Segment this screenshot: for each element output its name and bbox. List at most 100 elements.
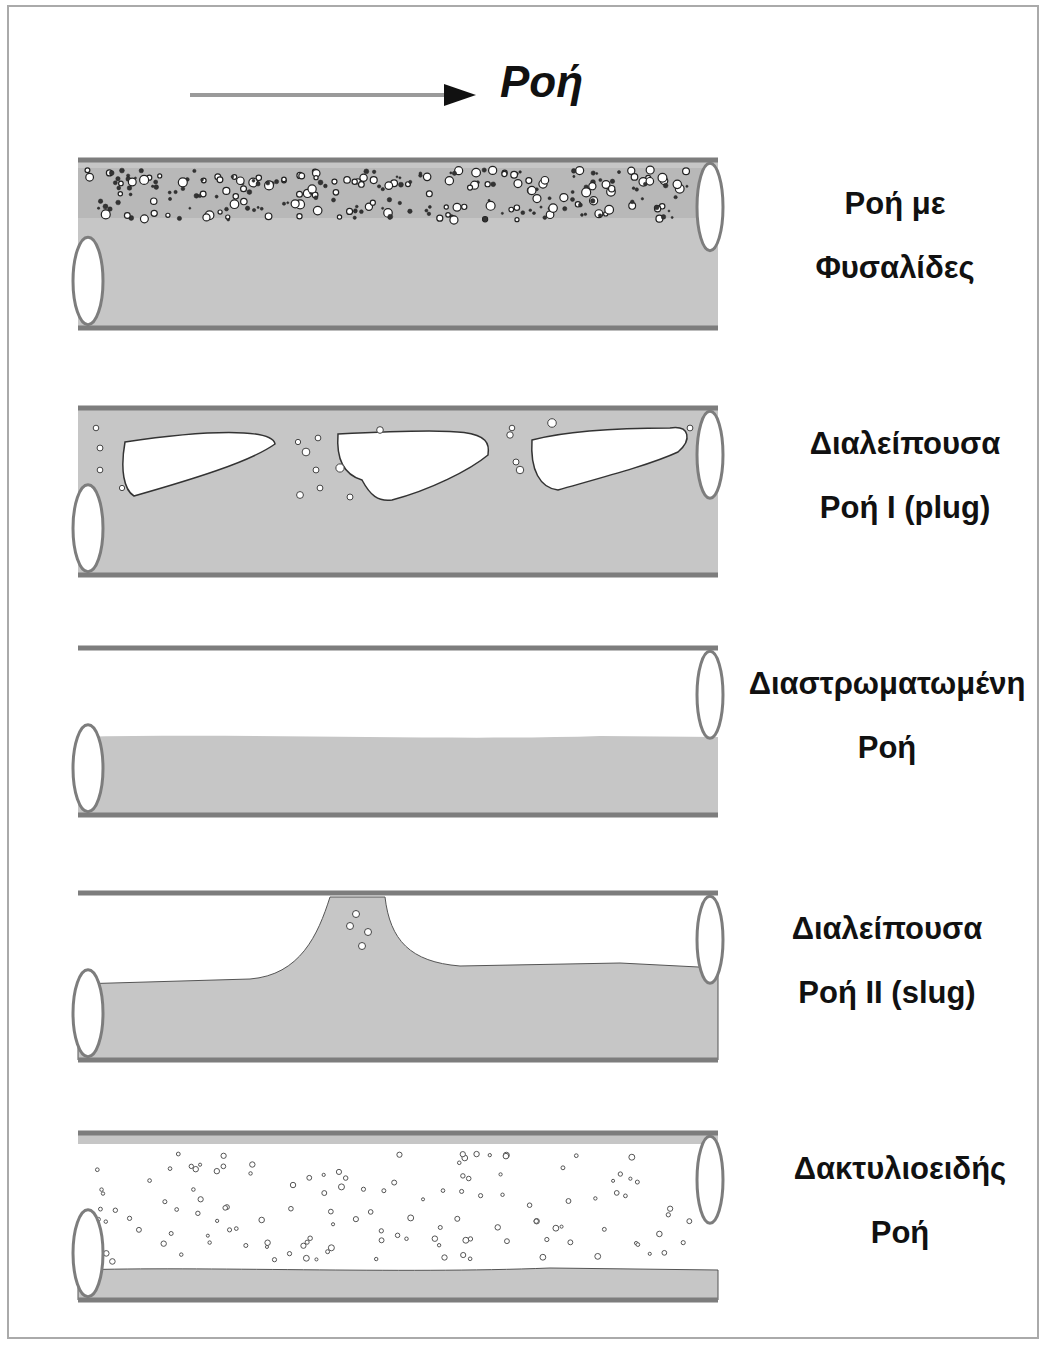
droplet <box>540 1254 546 1260</box>
gas-bubble <box>590 199 595 204</box>
gas-bubble <box>241 186 247 192</box>
gas-bubble <box>109 171 114 176</box>
gas-bubble <box>282 202 285 205</box>
gas-plug <box>338 431 489 501</box>
gas-bubble <box>398 182 403 187</box>
droplet <box>193 1166 198 1171</box>
regime-label: Διαστρωματωμένη Ροή <box>737 652 1037 779</box>
pipe-end <box>697 896 723 983</box>
gas-bubble <box>266 181 270 185</box>
gas-bubble <box>635 188 638 191</box>
gas-bubble <box>658 173 667 182</box>
droplet <box>499 1173 502 1176</box>
gas-bubble <box>663 183 668 188</box>
regime-label: Διαλείπουσα Ροή II (slug) <box>767 897 1007 1024</box>
gas-bubble <box>314 176 318 180</box>
gas-bubble <box>252 208 255 211</box>
gas-bubble <box>127 186 132 191</box>
droplet <box>595 1253 601 1259</box>
droplet <box>361 1187 365 1191</box>
gas-bubble <box>151 210 157 216</box>
gas-bubble <box>468 185 473 190</box>
gas-bubble <box>134 177 136 179</box>
gas-bubble <box>396 176 398 178</box>
droplet <box>198 1197 203 1202</box>
droplet <box>432 1236 438 1242</box>
droplet <box>442 1255 447 1260</box>
pipe-wall <box>78 158 718 163</box>
gas-bubble <box>193 169 196 172</box>
gas-bubble <box>509 207 514 212</box>
gas-bubble <box>364 169 369 174</box>
gas-bubble <box>140 215 148 223</box>
gas-bubble <box>446 213 451 218</box>
gas-bubble <box>226 215 230 219</box>
gas-bubble <box>528 186 536 194</box>
droplet <box>249 1172 252 1175</box>
gas-bubble <box>168 191 171 194</box>
gas-bubble <box>425 209 428 212</box>
gas-bubble <box>591 171 595 175</box>
gas-bubble <box>370 177 377 184</box>
gas-bubble <box>540 206 542 208</box>
gas-bubble <box>117 186 121 190</box>
gas-bubble <box>516 466 524 474</box>
gas-bubble <box>158 174 162 178</box>
droplet <box>192 1188 196 1192</box>
gas-bubble <box>595 210 603 218</box>
gas-bubble <box>232 175 237 180</box>
droplet <box>265 1240 270 1245</box>
gas-bubble <box>399 177 401 179</box>
gas-bubble <box>139 168 143 172</box>
gas-bubble <box>687 425 693 431</box>
gas-bubble <box>632 187 635 190</box>
gas-bubble <box>352 179 357 184</box>
droplet <box>315 1258 318 1261</box>
droplet <box>136 1227 141 1232</box>
droplet <box>666 1213 670 1217</box>
gas-bubble <box>686 185 688 187</box>
liquid-film <box>78 1133 718 1144</box>
gas-bubble <box>217 177 223 183</box>
droplet <box>180 1253 183 1256</box>
gas-bubble <box>668 210 670 212</box>
gas-bubble <box>151 185 154 188</box>
gas-bubble <box>354 209 358 213</box>
droplet <box>455 1216 460 1221</box>
droplet <box>474 1151 479 1156</box>
droplet <box>574 1154 578 1158</box>
droplet <box>479 1194 483 1198</box>
gas-bubble <box>201 178 204 181</box>
droplet <box>216 1219 219 1222</box>
gas-bubble <box>630 200 634 204</box>
droplet <box>635 1180 639 1184</box>
gas-bubble <box>241 198 247 204</box>
gas-bubble <box>578 203 582 207</box>
gas-bubble <box>453 203 461 211</box>
droplet <box>662 1250 667 1255</box>
droplet <box>104 1220 107 1223</box>
gas-bubble <box>97 445 103 451</box>
gas-bubble <box>154 185 159 190</box>
gas-bubble <box>654 206 660 212</box>
gas-bubble <box>683 168 690 175</box>
flow-arrow-shaft <box>190 93 455 97</box>
gas-bubble <box>509 425 515 431</box>
droplet <box>466 1176 471 1181</box>
gas-bubble <box>174 190 177 193</box>
gas-bubble <box>533 212 536 215</box>
droplet <box>127 1216 131 1220</box>
pipe-wall <box>78 1058 718 1063</box>
droplet <box>560 1225 563 1228</box>
droplet <box>223 1206 228 1211</box>
gas-bubble <box>631 174 638 181</box>
gas-bubble <box>654 205 659 210</box>
pipe-body <box>78 648 718 815</box>
gas-bubble <box>482 168 486 172</box>
gas-bubble <box>151 198 157 204</box>
gas-bubble <box>426 191 432 197</box>
pipe-strat <box>73 648 723 815</box>
gas-bubble <box>237 177 245 185</box>
gas-bubble <box>331 198 335 202</box>
droplet <box>636 1243 640 1247</box>
